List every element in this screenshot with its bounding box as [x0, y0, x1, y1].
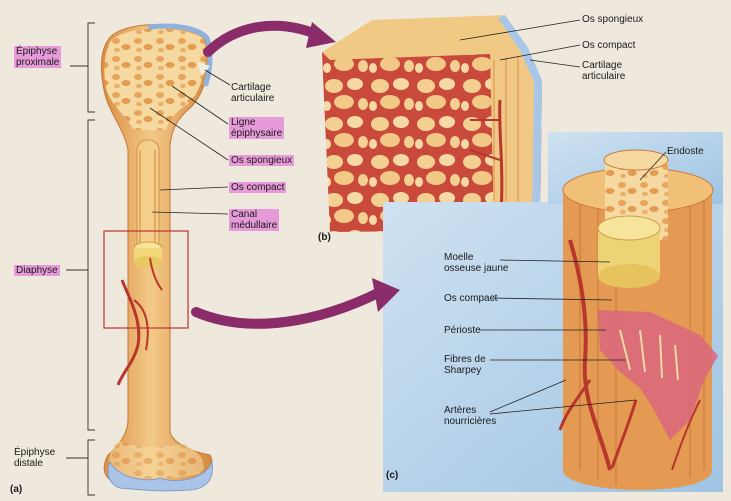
- label-line: Os spongieux: [229, 155, 294, 166]
- label-line: Épiphyse: [14, 46, 61, 57]
- label-canal-medullaire: Canal médullaire: [229, 209, 279, 231]
- label-line: nourricières: [444, 416, 496, 427]
- compact-bone-cylinder-c: [560, 150, 718, 490]
- label-os-compact-c: Os compact: [444, 293, 497, 304]
- label-line: Sharpey: [444, 365, 486, 376]
- label-line: Épiphyse: [14, 447, 55, 458]
- label-moelle-osseuse-jaune: Moelle osseuse jaune: [444, 252, 509, 274]
- label-diaphyse: Diaphyse: [14, 265, 60, 276]
- label-epiphyse-proximale: Épiphyse proximale: [14, 46, 61, 68]
- label-cartilage-articulaire-b: Cartilage articulaire: [582, 60, 625, 82]
- label-line: Moelle: [444, 252, 509, 263]
- label-os-compact-a: Os compact: [229, 182, 286, 193]
- label-arteres-nourricieres: Artères nourricières: [444, 405, 496, 427]
- label-line: Ligne: [229, 117, 284, 128]
- label-line: osseuse jaune: [444, 263, 509, 274]
- label-line: médullaire: [229, 220, 279, 231]
- label-line: Cartilage: [582, 60, 625, 71]
- label-ligne-epiphysaire: Ligne épiphysaire: [229, 117, 284, 139]
- label-line: Diaphyse: [14, 265, 60, 276]
- panel-c-label: (c): [386, 470, 398, 481]
- label-line: articulaire: [231, 93, 274, 104]
- label-line: épiphysaire: [229, 128, 284, 139]
- label-line: distale: [14, 458, 55, 469]
- label-os-spongieux-b: Os spongieux: [582, 14, 643, 25]
- panel-b-label: (b): [318, 232, 331, 243]
- label-fibres-de-sharpey: Fibres de Sharpey: [444, 354, 486, 376]
- label-line: Cartilage: [231, 82, 274, 93]
- spongy-bone-block-b: [322, 15, 542, 232]
- label-epiphyse-distale: Épiphyse distale: [14, 447, 55, 469]
- label-line: Artères: [444, 405, 496, 416]
- label-cartilage-articulaire-a: Cartilage articulaire: [231, 82, 274, 104]
- label-os-compact-b: Os compact: [582, 40, 635, 51]
- label-line: Os compact: [229, 182, 286, 193]
- label-endoste: Endoste: [667, 146, 704, 157]
- label-line: Fibres de: [444, 354, 486, 365]
- label-line: articulaire: [582, 71, 625, 82]
- label-line: proximale: [14, 57, 61, 68]
- panel-a-label: (a): [10, 484, 22, 495]
- label-os-spongieux-a: Os spongieux: [229, 155, 294, 166]
- label-perioste: Périoste: [444, 325, 481, 336]
- label-line: Canal: [229, 209, 279, 220]
